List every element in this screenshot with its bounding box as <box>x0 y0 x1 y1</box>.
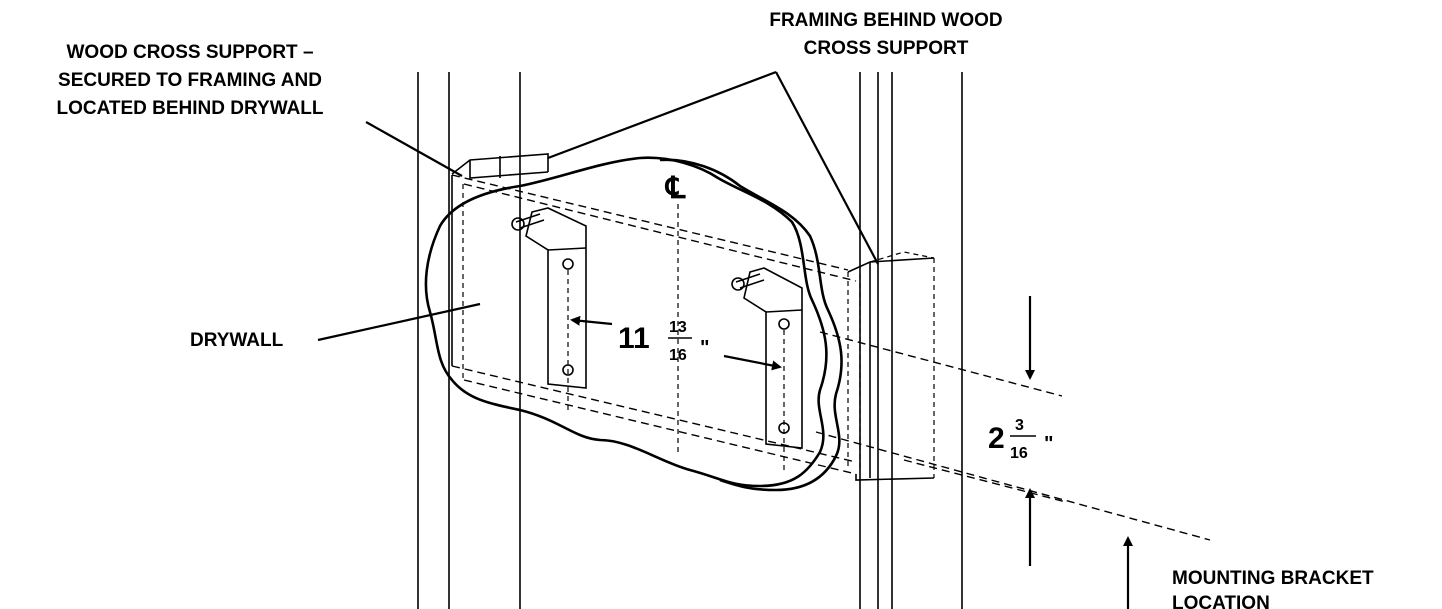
label-wood-cross-support-line1: WOOD CROSS SUPPORT – <box>66 42 313 63</box>
horizontal-dimension-numerator: 13 <box>669 319 687 336</box>
right-mounting-bracket <box>731 267 803 470</box>
label-framing-behind-line2: CROSS SUPPORT <box>804 38 969 59</box>
horizontal-dimension-denominator: 16 <box>669 347 687 364</box>
vertical-dimension-whole: 2 <box>988 422 1005 455</box>
vertical-dimension-denominator: 16 <box>1010 445 1028 462</box>
right-framing-studs <box>859 72 963 609</box>
centerline-symbol: ℄ <box>664 172 686 205</box>
wood-cross-support <box>451 153 935 481</box>
left-framing-studs <box>417 72 521 609</box>
label-framing-behind: FRAMING BEHIND WOOD CROSS SUPPORT <box>547 10 1003 265</box>
label-drywall: DRYWALL <box>190 302 481 351</box>
drywall-piece <box>424 156 843 492</box>
horizontal-dimension: 11 13 16 " <box>570 315 782 371</box>
label-mounting-bracket-line2: LOCATION <box>1172 593 1270 609</box>
vertical-dimension-unit: " <box>1044 433 1053 455</box>
label-wood-cross-support: WOOD CROSS SUPPORT – SECURED TO FRAMING … <box>56 42 463 177</box>
horizontal-dimension-whole: 11 <box>618 322 650 355</box>
label-wood-cross-support-line2: SECURED TO FRAMING AND <box>58 70 322 91</box>
label-mounting-bracket: MOUNTING BRACKET LOCATION <box>1123 536 1374 609</box>
vertical-dimension: 2 3 16 " <box>815 296 1211 566</box>
label-wood-cross-support-line3: LOCATED BEHIND DRYWALL <box>56 98 323 119</box>
label-framing-behind-line1: FRAMING BEHIND WOOD <box>769 10 1002 31</box>
label-mounting-bracket-line1: MOUNTING BRACKET <box>1172 568 1374 589</box>
vertical-dimension-numerator: 3 <box>1015 417 1024 434</box>
horizontal-dimension-unit: " <box>700 337 709 359</box>
left-mounting-bracket <box>511 207 587 410</box>
label-drywall-text: DRYWALL <box>190 330 284 351</box>
centerline: ℄ <box>664 172 686 456</box>
